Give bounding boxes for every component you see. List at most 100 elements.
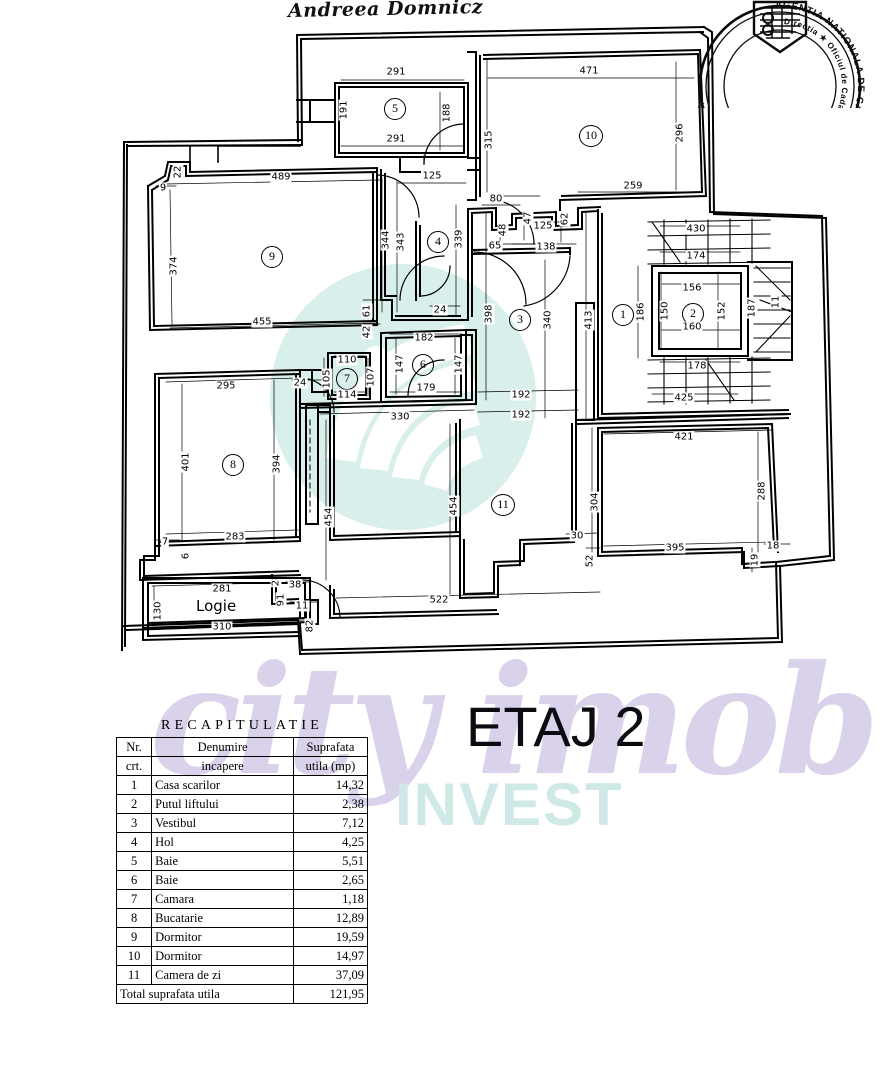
dimension-label: 150 [659, 300, 671, 322]
table-cell-area: 37,09 [292, 965, 369, 985]
table-cell-nr: 6 [115, 870, 153, 890]
room-marker-8: 8 [222, 454, 244, 476]
dimension-label: 105 [321, 368, 333, 390]
dimension-label: 340 [542, 309, 554, 331]
dimension-label: 489 [270, 171, 292, 183]
table-header-row-1: Nr. Denumire Suprafata [115, 737, 369, 757]
dimension-label: 65 [487, 240, 503, 252]
table-cell-nr: 1 [115, 775, 153, 795]
dimension-label: 421 [673, 431, 695, 443]
dimension-label: 187 [746, 297, 758, 319]
dimension-label: 291 [385, 66, 407, 78]
table-cell-area: 19,59 [292, 927, 369, 947]
dimension-label: 192 [510, 409, 532, 421]
table-cell-name: Baie [151, 851, 294, 871]
dimension-label: 18 [765, 540, 781, 552]
dimension-label: 339 [453, 228, 465, 250]
room-marker-6: 6 [412, 354, 434, 376]
dimension-label: 107 [365, 366, 377, 388]
dimension-label: 259 [622, 180, 644, 192]
dimension-label: 291 [385, 133, 407, 145]
dimension-label: 191 [338, 99, 350, 121]
header-name-line2: incapere [151, 756, 294, 776]
header-nr-line2: crt. [115, 756, 153, 776]
table-header-row-2: crt. incapere utila (mp) [115, 756, 369, 776]
table-cell-name: Hol [151, 832, 294, 852]
dimension-label: 454 [448, 495, 460, 517]
table-cell-name: Bucatarie [151, 908, 294, 928]
dimension-label: 344 [380, 229, 392, 251]
room-marker-1: 1 [612, 304, 634, 326]
dimension-label: 19 [749, 552, 761, 568]
dimension-label: 130 [152, 600, 164, 622]
table-cell-area: 12,89 [292, 908, 369, 928]
room-marker-4: 4 [427, 231, 449, 253]
dimension-label: 156 [681, 282, 703, 294]
header-area-line2: utila (mp) [292, 756, 369, 776]
dimension-label: 425 [673, 392, 695, 404]
dimension-label: 471 [578, 65, 600, 77]
table-cell-area: 4,25 [292, 832, 369, 852]
header-nr-line1: Nr. [115, 737, 153, 757]
dimension-label: 30 [569, 530, 585, 542]
dimension-label: 288 [756, 480, 768, 502]
logie-label: Logie [196, 597, 237, 615]
table-title: RECAPITULATIE [161, 718, 323, 733]
dimension-label: 174 [685, 250, 707, 262]
dimension-label: 522 [428, 594, 450, 606]
dimension-label: 281 [211, 583, 233, 595]
table-cell-name: Casa scarilor [151, 775, 294, 795]
dimension-label: 188 [441, 102, 453, 124]
room-marker-10: 10 [579, 125, 603, 147]
dimension-label: 310 [211, 621, 233, 633]
dimension-label: 401 [180, 451, 192, 473]
dimension-label: 91 [275, 592, 287, 608]
table-cell-nr: 3 [115, 813, 153, 833]
dimension-label: 48 [497, 222, 509, 238]
dimension-label: 374 [168, 255, 180, 277]
table-cell-name: Vestibul [151, 813, 294, 833]
dimension-label: 110 [336, 354, 358, 366]
dimension-label: 296 [674, 122, 686, 144]
table-cell-nr: 11 [115, 965, 153, 985]
room-marker-9: 9 [261, 246, 283, 268]
table-cell-area: 7,12 [292, 813, 369, 833]
table-cell-name: Dormitor [151, 927, 294, 947]
dimension-label: 52 [584, 553, 596, 569]
room-marker-5: 5 [384, 98, 406, 120]
table-cell-name: Baie [151, 870, 294, 890]
table-cell-area: 5,51 [292, 851, 369, 871]
table-cell-nr: 8 [115, 908, 153, 928]
table-cell-name: Camera de zi [151, 965, 294, 985]
dimension-label: 398 [483, 303, 495, 325]
dimension-label: 24 [432, 304, 448, 316]
dimension-label: 395 [664, 542, 686, 554]
dimension-label: 9 [158, 182, 168, 194]
dimension-label: 62 [559, 211, 571, 227]
dimension-label: 430 [685, 223, 707, 235]
dimension-label: 160 [681, 321, 703, 333]
total-label: Total suprafata utila [116, 984, 294, 1004]
table-cell-area: 2,38 [292, 794, 369, 814]
table-cell-area: 14,32 [292, 775, 369, 795]
dimension-label: 11 [770, 294, 782, 310]
table-cell-area: 14,97 [292, 946, 369, 966]
header-area-line1: Suprafata [292, 737, 369, 757]
dimension-label: 42 [361, 324, 373, 340]
header-name-line1: Denumire [151, 737, 294, 757]
official-stamp-icon: AGENTIA NATIONALA DE CADASTRU SI PUBLICI… [696, 0, 865, 108]
dimension-label: 114 [336, 389, 358, 401]
dimension-label: 179 [415, 382, 437, 394]
dimension-label: 455 [251, 316, 273, 328]
dimension-label: 343 [395, 231, 407, 253]
dimension-label: 178 [686, 360, 708, 372]
dimension-label: 186 [635, 301, 647, 323]
table-cell-area: 1,18 [292, 889, 369, 909]
table-cell-name: Putul liftului [151, 794, 294, 814]
table-cell-area: 2,65 [292, 870, 369, 890]
